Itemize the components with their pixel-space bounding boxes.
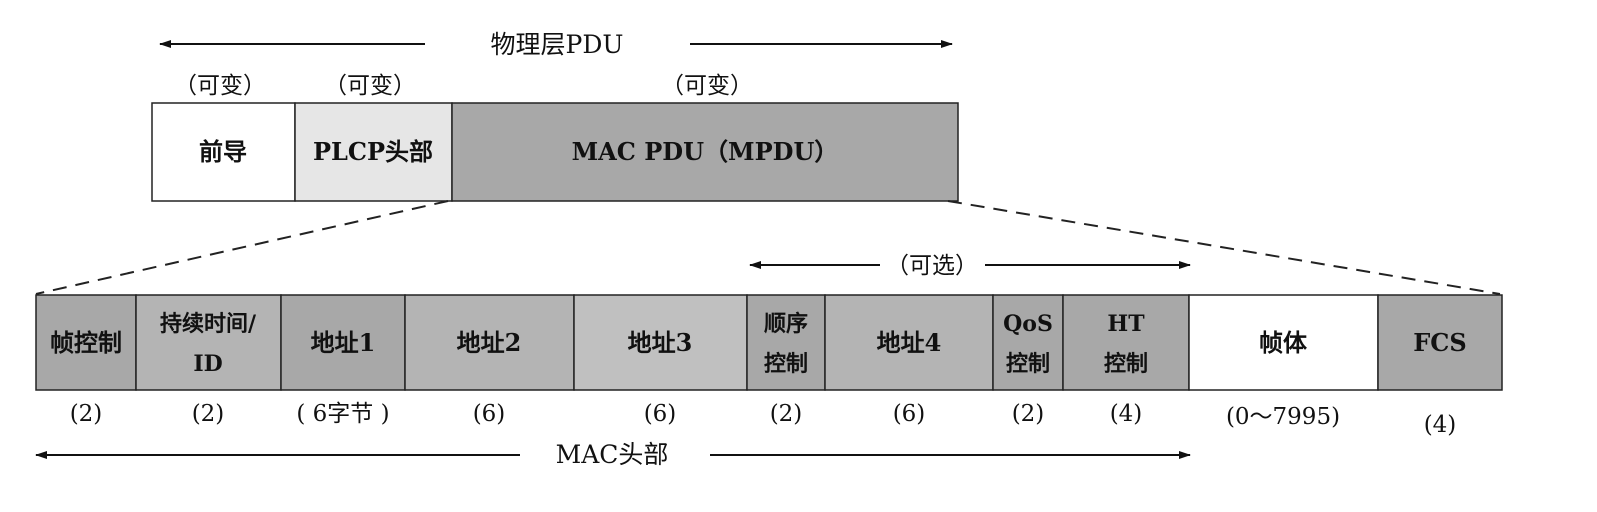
- field-frame-body-label: 帧体: [1259, 328, 1308, 357]
- field-address4-label: 地址4: [877, 328, 942, 357]
- preamble-label: 前导: [199, 137, 247, 166]
- field-frame-body-size: (0～7995): [1226, 404, 1340, 430]
- field-sequence-control: [746, 294, 826, 391]
- field-address4: [824, 294, 994, 391]
- field-ht-control-label-2: 控制: [1104, 351, 1148, 377]
- mac-frame-row: [35, 294, 1503, 391]
- field-sequence-control-label-2: 控制: [764, 351, 808, 377]
- preamble-size-label: （可变）: [174, 73, 266, 99]
- field-address1-label: 地址1: [311, 328, 376, 357]
- field-address1-size: ( 6字节 ): [296, 401, 389, 427]
- field-sequence-control-size: (2): [770, 401, 803, 427]
- field-qos-control-label-2: 控制: [1006, 351, 1050, 377]
- mpdu-label: MAC PDU（MPDU）: [572, 137, 839, 166]
- field-address2-label: 地址2: [457, 328, 522, 357]
- field-ht-control-label-1: HT: [1107, 311, 1145, 337]
- field-frame-body: [1188, 294, 1379, 391]
- field-ht-control-size: (4): [1110, 401, 1143, 427]
- expansion-line-right: [947, 200, 1501, 295]
- preamble-box: [151, 102, 296, 202]
- field-fcs: [1377, 294, 1503, 391]
- expansion-line-left: [35, 200, 449, 295]
- plcp-header-label: PLCP头部: [313, 137, 433, 166]
- field-address1: [280, 294, 406, 391]
- mpdu-size-label: （可变）: [661, 73, 753, 99]
- field-fcs-size: (4): [1424, 412, 1457, 438]
- field-qos-control-size: (2): [1012, 401, 1045, 427]
- phy-pdu-title: 物理层PDU: [491, 30, 624, 59]
- field-duration-id-label-2: ID: [193, 351, 222, 377]
- field-duration-id-label-1: 持续时间/: [160, 311, 257, 337]
- plcp-header-box: [294, 102, 453, 202]
- field-qos-control-label-1: QoS: [1003, 311, 1053, 337]
- field-address3-label: 地址3: [628, 328, 693, 357]
- field-sequence-control-label-1: 顺序: [764, 311, 808, 337]
- field-address2-size: (6): [473, 401, 506, 427]
- field-duration-id-size: (2): [192, 401, 225, 427]
- field-qos-control: [992, 294, 1064, 391]
- mpdu-box: [451, 102, 959, 202]
- field-address3-size: (6): [644, 401, 677, 427]
- field-duration-id: [135, 294, 282, 391]
- mac-header-label: MAC头部: [556, 440, 669, 469]
- optional-label: （可选）: [886, 253, 978, 279]
- field-fcs-label: FCS: [1413, 328, 1466, 357]
- field-frame-control-label: 帧控制: [50, 328, 122, 357]
- field-address4-size: (6): [893, 401, 926, 427]
- field-ht-control: [1062, 294, 1190, 391]
- field-frame-control-size: (2): [70, 401, 103, 427]
- plcp-size-label: （可变）: [324, 73, 416, 99]
- field-frame-control: [35, 294, 137, 391]
